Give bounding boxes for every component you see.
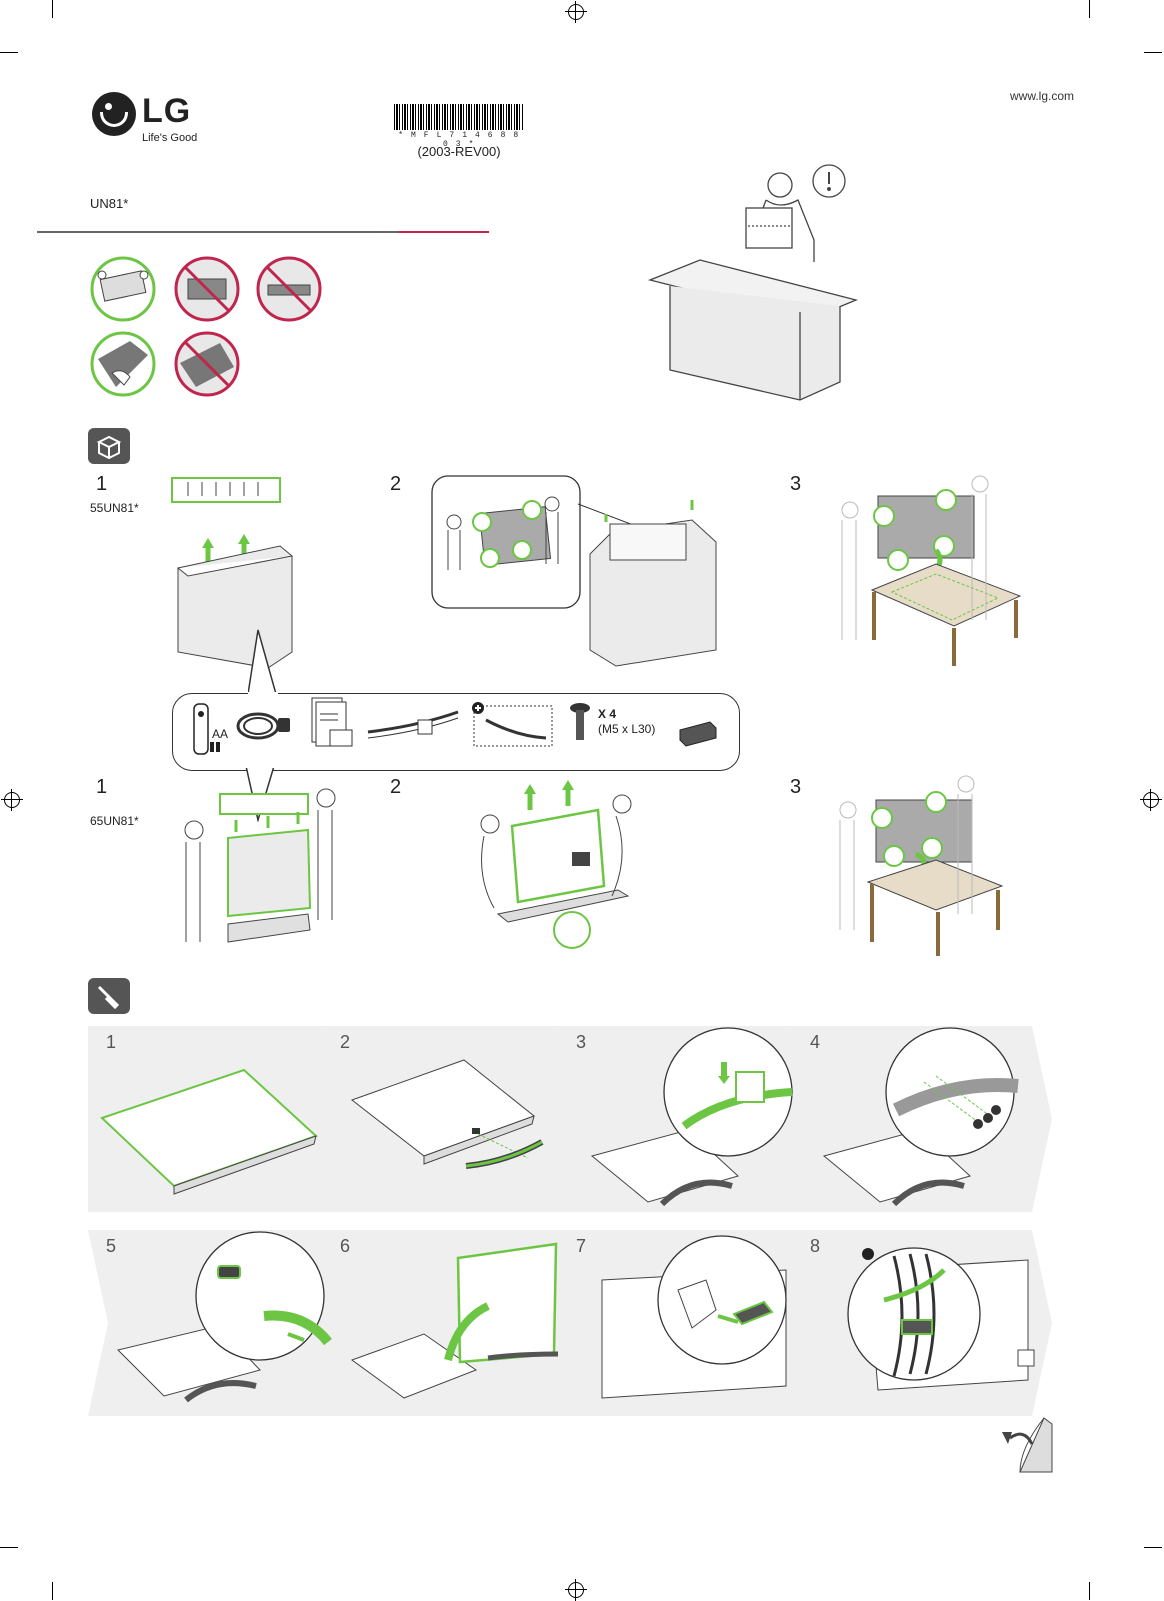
crop-mark <box>52 1582 53 1600</box>
registration-mark <box>1140 789 1162 811</box>
assembly-step-number: 2 <box>340 1032 351 1052</box>
assembly-step-number: 6 <box>340 1236 351 1256</box>
power-cable-icon <box>236 712 290 740</box>
remove-tv-from-box-illustration <box>431 475 717 667</box>
screw-icon <box>570 703 590 740</box>
manual-icon <box>311 697 353 747</box>
crop-mark <box>1089 1582 1090 1600</box>
assembly-step-7-drawing <box>601 1235 787 1399</box>
assembly-step-number: 1 <box>106 1032 117 1052</box>
registration-mark <box>565 1579 587 1601</box>
remote-control-icon <box>193 703 220 755</box>
assembly-step-5-drawing <box>117 1231 332 1403</box>
step-number: 2 <box>390 776 402 798</box>
crop-mark <box>1089 0 1090 18</box>
battery-label: AA <box>212 727 229 741</box>
website-url: www.lg.com <box>1009 89 1074 103</box>
registration-mark <box>1 789 23 811</box>
no-press-screen-icon <box>174 331 240 397</box>
assembly-row-2 <box>88 1230 1052 1416</box>
callout-pointer-top <box>248 629 278 698</box>
barcode <box>394 104 524 130</box>
no-carry-lying-icon <box>256 256 322 322</box>
lift-tv-from-base-illustration <box>480 780 632 949</box>
assembly-step-4-drawing <box>822 1027 1019 1207</box>
ok-carry-icon <box>90 256 156 322</box>
step-number: 3 <box>790 776 802 798</box>
unpack-section-badge <box>88 428 130 464</box>
header-divider <box>37 231 399 233</box>
no-carry-flat-icon <box>174 256 240 322</box>
crop-mark <box>0 52 18 53</box>
assembly-step-3-drawing <box>590 1027 793 1207</box>
crop-mark <box>52 0 53 18</box>
open-box-illustration <box>171 477 294 669</box>
stand-cover-icon <box>679 721 717 747</box>
place-tv-on-table-illustration <box>841 475 1022 666</box>
lg-logo-icon <box>92 92 136 136</box>
assembly-step-number: 5 <box>106 1236 117 1256</box>
screw-quantity: X 4 <box>598 707 617 721</box>
crop-mark <box>0 1547 18 1548</box>
lift-box-illustration <box>184 788 336 943</box>
assembly-step-8-drawing <box>847 1247 1035 1391</box>
assembly-step-6-drawing <box>350 1242 559 1399</box>
model-variant-label: 65UN81* <box>90 814 139 828</box>
step-number: 1 <box>96 473 108 495</box>
screwdriver-icon <box>97 985 120 1009</box>
registration-mark <box>565 1 587 23</box>
step-number: 3 <box>790 473 802 495</box>
screw-size: (M5 x L30) <box>598 722 656 736</box>
barcode-number: * M F L 7 1 4 6 8 8 0 3 * <box>398 131 520 149</box>
crop-mark <box>1144 52 1162 53</box>
crop-mark <box>1144 1547 1162 1548</box>
assembly-section-badge <box>88 978 130 1014</box>
cable-holder-icon <box>472 702 553 747</box>
assembly-row-1 <box>88 1026 1052 1212</box>
brand-tagline: Life's Good <box>142 132 198 144</box>
model-variant-label: 55UN81* <box>90 501 139 515</box>
step-number: 2 <box>390 473 402 495</box>
box-open-icon <box>96 435 122 459</box>
ok-grip-icon <box>90 331 156 397</box>
header-divider-accent <box>399 231 489 233</box>
assembly-step-1-drawing <box>100 1068 318 1195</box>
place-tv-on-table-illustration <box>839 775 1004 956</box>
assembly-step-2-drawing <box>350 1059 544 1169</box>
assembly-step-number: 3 <box>576 1032 587 1052</box>
brand-name: LG <box>142 92 192 130</box>
assembly-step-number: 4 <box>810 1032 821 1052</box>
revision-code: (2003-REV00) <box>417 144 501 159</box>
assembly-step-number: 8 <box>810 1236 821 1256</box>
step-number: 1 <box>96 776 108 798</box>
model-number: UN81* <box>90 196 129 211</box>
handling-guidelines <box>90 256 322 397</box>
lg-logo: LG Life's Good <box>92 92 232 152</box>
stand-icon <box>367 710 459 739</box>
assembly-step-number: 7 <box>576 1236 587 1256</box>
box-warning-illustration <box>648 164 859 401</box>
page-turn-icon <box>1002 1417 1053 1473</box>
